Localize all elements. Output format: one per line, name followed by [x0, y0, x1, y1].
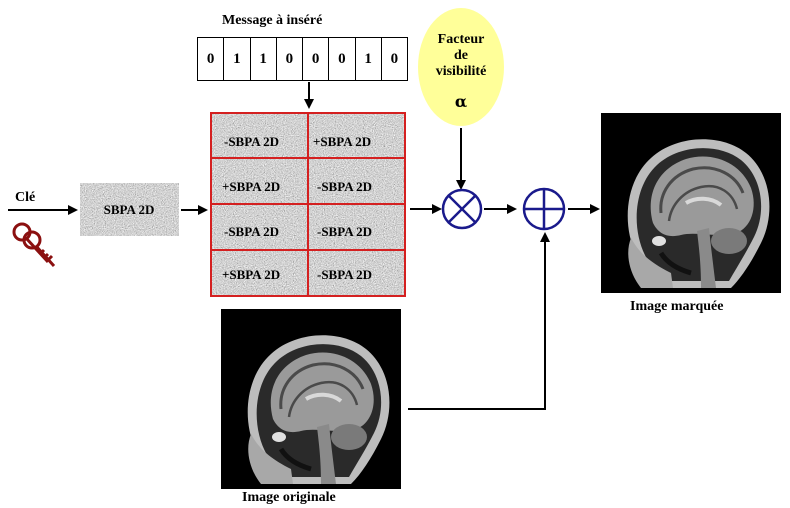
visibility-factor-label: Facteur de visibilité	[418, 32, 504, 80]
message-bits: 0 1 1 0 0 0 1 0	[197, 37, 408, 81]
original-image-caption: Image originale	[242, 490, 336, 505]
bit-cell: 0	[303, 38, 330, 80]
marked-image-caption: Image marquée	[630, 299, 724, 314]
visibility-factor-ellipse	[418, 8, 504, 126]
bit-cell: 1	[251, 38, 277, 80]
visibility-line: visibilité	[435, 64, 487, 79]
sbpa-label: SBPA 2D	[104, 202, 155, 217]
visibility-line: Facteur	[437, 32, 485, 47]
bit-cell: 0	[198, 38, 225, 80]
original-image	[214, 309, 408, 489]
arrow-original-to-add	[408, 232, 550, 410]
visibility-line: de	[454, 48, 468, 63]
message-title: Message à inséré	[222, 13, 323, 28]
add-operator-icon	[522, 187, 566, 231]
grid-cell-label: -SBPA 2D	[317, 267, 373, 282]
modulated-sbpa-grid	[210, 112, 406, 297]
grid-cell-label: -SBPA 2D	[224, 224, 280, 239]
grid-cell-label: -SBPA 2D	[317, 224, 373, 239]
grid-cell-label: +SBPA 2D	[222, 179, 281, 194]
bit-cell: 1	[224, 38, 251, 80]
bit-cell: 0	[390, 50, 399, 67]
bit-cell: 0	[329, 38, 356, 80]
keys-icon	[12, 222, 56, 268]
grid-cell-label: -SBPA 2D	[224, 134, 280, 149]
marked-image	[601, 112, 781, 294]
bit-cell: 0	[277, 38, 303, 80]
grid-cell-label: +SBPA 2D	[222, 267, 281, 282]
alpha-symbol: α	[454, 92, 468, 111]
sbpa-generator-block: SBPA 2D	[80, 183, 179, 236]
multiply-operator-icon	[441, 188, 483, 230]
grid-cell-label: +SBPA 2D	[313, 134, 372, 149]
grid-cell-label: -SBPA 2D	[317, 179, 373, 194]
key-label: Clé	[15, 190, 36, 205]
bit-cell: 1	[356, 38, 382, 80]
